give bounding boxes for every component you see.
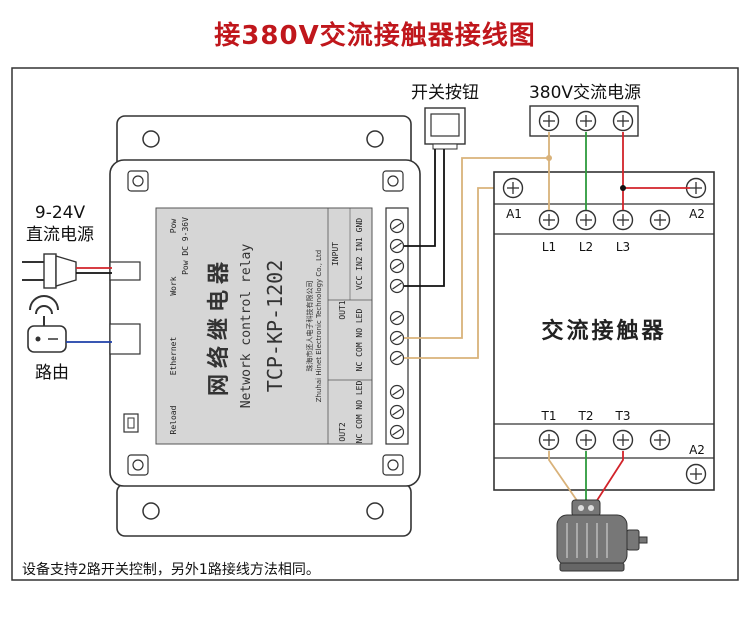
terminal-l1: L1 <box>542 240 556 254</box>
control-wire-tan-1 <box>404 157 549 339</box>
switch-button-icon <box>424 107 466 150</box>
terminal-a2-top: A2 <box>689 207 705 221</box>
reload-label: Reload <box>169 405 178 434</box>
out2-pins: NC COM NO LED <box>355 381 364 444</box>
power-380-label: 380V交流电源 <box>529 83 641 103</box>
contactor-title: 交流接触器 <box>541 318 666 344</box>
out2-label: OUT2 <box>338 422 347 441</box>
relay-name-en: Network control relay <box>239 244 254 409</box>
motor-wire-red <box>595 451 624 503</box>
switch-button-label: 开关按钮 <box>411 83 479 103</box>
terminal-t2: T2 <box>578 409 594 423</box>
relay-company-en: Zhuhai Hinet Electronic Technology Co., … <box>315 250 323 402</box>
control-wire-tan-2 <box>404 187 500 359</box>
motor-icon <box>556 499 648 572</box>
footnote: 设备支持2路开关控制，另外1路接线方法相同。 <box>22 561 320 578</box>
terminal-a1: A1 <box>506 207 522 221</box>
terminal-l2: L2 <box>579 240 593 254</box>
relay-name-cn: 网络继电器 <box>206 256 232 396</box>
relay-model: TCP-KP-1202 <box>263 260 287 392</box>
dc-voltage-label: 9-24V <box>35 203 86 223</box>
ac-contactor <box>493 171 715 491</box>
terminal-t1: T1 <box>541 409 557 423</box>
out1-label: OUT1 <box>338 300 347 319</box>
relay-company-cn: 珠海市还人电子科技有限公司 <box>305 281 314 372</box>
router-icon <box>27 295 67 353</box>
out1-pins: NC COM NO LED <box>355 309 364 372</box>
switch-wire-black-1 <box>404 149 436 247</box>
terminal-t3: T3 <box>615 409 631 423</box>
input-label: INPUT <box>331 242 340 266</box>
motor-wire-tan <box>548 451 579 503</box>
network-relay-module: 网络继电器 Network control relay TCP-KP-1202 … <box>109 115 421 537</box>
status-work: Work <box>169 276 178 295</box>
terminal-l3: L3 <box>616 240 630 254</box>
dc-plug-icon <box>22 253 77 289</box>
dc-power-label: 直流电源 <box>26 225 94 245</box>
switch-wire-black-2 <box>404 149 445 287</box>
power-spec: Pow DC 9-36V <box>181 217 190 275</box>
status-ethernet: Ethernet <box>169 337 178 376</box>
diagram-title: 接380V交流接触器接线图 <box>214 20 535 51</box>
input-pins: VCC IN2 IN1 GND <box>355 218 364 290</box>
terminal-a2-bottom: A2 <box>689 443 705 457</box>
status-pow: Pow <box>169 219 178 234</box>
router-label: 路由 <box>35 363 69 383</box>
outer-frame <box>11 67 739 581</box>
